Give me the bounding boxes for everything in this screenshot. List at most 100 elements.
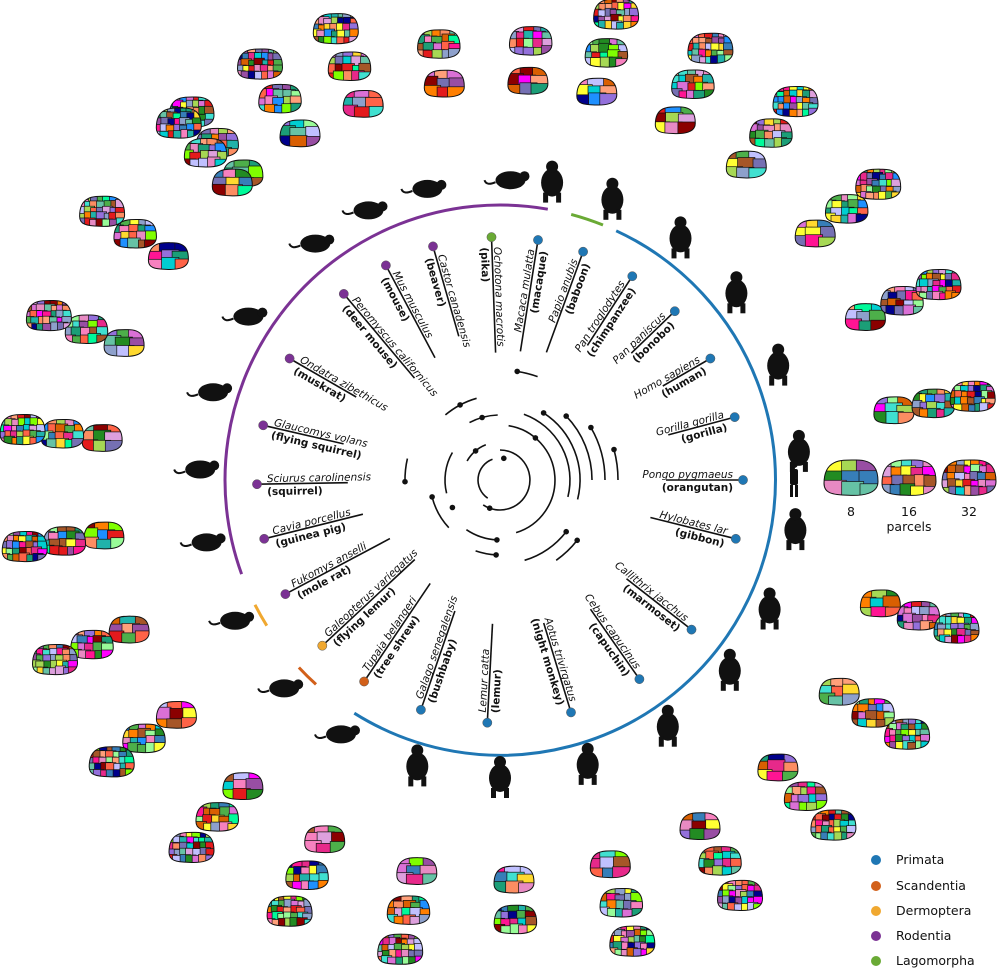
brain-parcellation [851,698,895,728]
leaf-dot [482,717,493,728]
brain-parcellation [31,643,79,676]
parcel-scale-key: 8 16 32 parcels [847,504,977,534]
branch-stem [432,246,460,337]
tree-node [563,413,569,419]
brain-parcellation [794,219,836,248]
clade-arc [477,458,493,499]
brain-parcellation [749,118,793,148]
species-scientific-name: Ochotona macrotis [491,247,506,348]
branch-stem [263,424,344,445]
brain-parcellation [312,13,359,45]
brain-parcellation [222,772,264,801]
branch-stem [586,275,633,346]
branch-stem [420,610,456,711]
animal-silhouette-icon [179,533,226,552]
brain-parcellation [266,895,313,927]
leaf-dot [280,589,291,599]
brain-parcellation [417,29,461,59]
tree-node [402,478,408,485]
scale-brain [881,459,937,496]
leaf-dot [686,624,697,635]
leaf-dot [669,306,680,317]
branch-stem [343,293,416,379]
branch-stem [545,251,584,353]
arc-primata [353,229,777,757]
brain-parcellation [783,781,828,811]
brain-parcellation [687,32,734,64]
leaf-dot [258,420,269,431]
legend-label-lagomorpha: Lagomorpha [896,953,975,968]
animal-silhouette-icon [173,460,220,479]
animal-silhouette-icon [400,179,447,198]
brain-parcellation [285,860,329,890]
brain-parcellation [1,530,48,563]
order-legend: Primata Scandentia Dermoptera Rodentia L… [871,852,975,968]
animal-silhouette-icon [541,160,564,203]
species-label: Castor canadensis(beaver) [422,253,473,349]
branch-stem [363,582,431,682]
tree-node [532,435,539,441]
brain-parcellation [725,150,767,179]
species-labels: Peromyscus californicus(deer mouse)Mus m… [267,247,734,714]
leaf-dot [252,479,262,490]
animal-silhouette-icon [314,725,360,744]
branch-stem [264,513,364,540]
brain-parcellation [818,677,860,706]
brain-parcellation [716,879,764,912]
tree-node [540,410,547,416]
scale-brain [823,459,879,496]
brain-parcellation [589,850,631,879]
legend-dot-rodentia [871,931,881,941]
arc-lagomorpha [570,212,604,227]
tree-node [449,504,456,511]
species-label: Cavia porcellus(guinea pig) [271,506,352,550]
brain-parcellation [40,419,85,449]
branch-stem [285,537,391,595]
species-label: Hylobates lar(gibbon) [658,509,729,550]
brain-parcellation [42,526,87,556]
brain-parcellation [377,933,424,965]
brain-parcellation [654,106,696,135]
clade-arc [565,415,593,481]
leaf-dot [578,246,588,257]
brain-parcellation [671,69,715,99]
brain-parcellation [88,746,135,778]
leaf-dot [738,475,748,485]
tree-node [563,528,569,535]
brain-parcellation [757,753,799,782]
tree-node [574,537,580,544]
brain-parcellation [896,601,941,631]
branch-stem [486,623,494,723]
branch-stem [542,622,572,713]
legend-label-dermoptera: Dermoptera [896,903,971,918]
species-label: Callithrix jacchus(marmoset) [612,559,691,634]
animal-silhouette-icon [656,704,679,747]
branch-stem [668,416,735,436]
clade-arc [613,449,619,481]
branch-stem [650,516,736,540]
clade-arc [543,412,581,500]
brain-parcellation [155,107,202,139]
leaf-dot [729,412,740,422]
brain-parcellation [83,521,125,550]
arc-rodentia-upper [279,203,549,316]
brain-parcellation [147,242,189,270]
brain-parcellation [824,194,869,224]
brain-parcellation [873,396,915,425]
animal-silhouette-icon [186,383,233,402]
brain-parcellation [593,0,640,30]
leaf-dot [416,704,426,715]
species-label: Glaucomys volans(flying squirrel) [270,417,369,462]
leaf-dot [730,533,741,544]
animal-silhouette-icon [341,201,388,220]
species-scientific-name: Pongo pygmaeus [642,469,733,481]
tree-node [472,448,479,454]
brain-parcellation [70,629,114,660]
animal-silhouette-icon [601,177,624,220]
clade-arc [508,424,556,534]
clade-arc [590,427,606,481]
brain-parcellation [508,26,553,56]
clade-arc [444,452,454,494]
species-label: Ondatra zibethicus(muskrat) [291,354,390,414]
species-common-name: (lemur) [490,669,504,713]
